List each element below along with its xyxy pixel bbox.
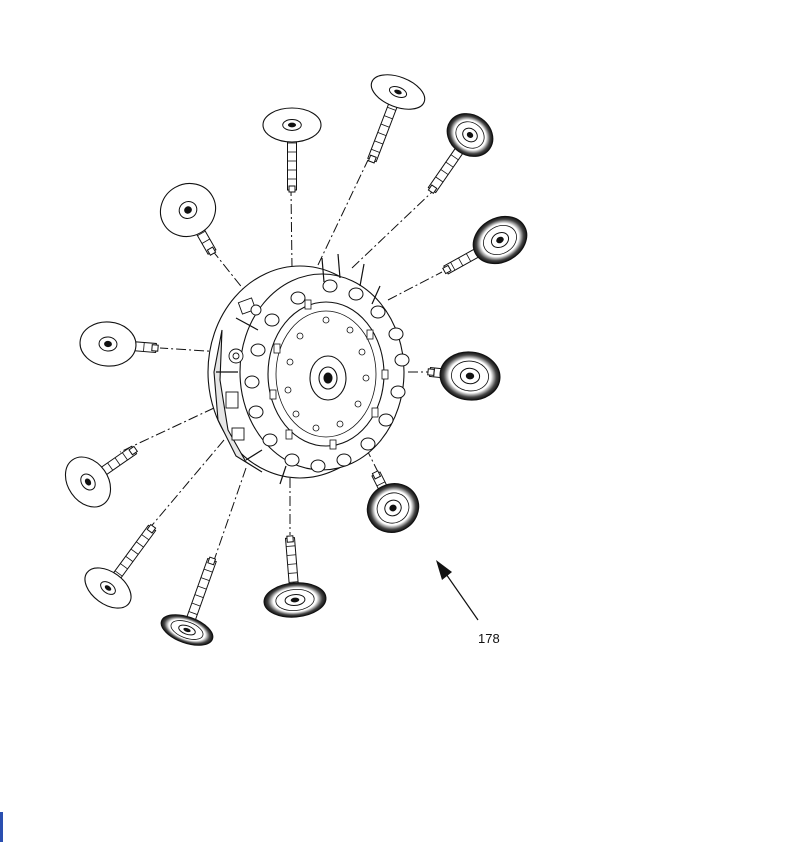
exploded-part-5: [427, 351, 501, 401]
exploded-part-3: [427, 113, 494, 195]
exploded-part-6: [366, 470, 420, 533]
reference-arrow: [436, 560, 479, 621]
reference-number-label: 178: [478, 631, 500, 646]
exploded-part-2: [367, 74, 426, 164]
exploded-part-1: [262, 107, 322, 193]
page-edge-marker: [0, 812, 3, 842]
exploded-part-9: [84, 523, 157, 609]
exploded-part-12: [159, 182, 217, 256]
exploded-parts: [64, 74, 528, 646]
exploded-part-4: [442, 215, 528, 275]
central-hub-assembly: [207, 253, 410, 485]
exploded-part-8: [160, 556, 217, 646]
leader-lines: [119, 159, 443, 573]
exploded-part-11: [79, 321, 159, 367]
exploded-part-7: [263, 535, 327, 618]
exploded-part-10: [64, 445, 139, 508]
